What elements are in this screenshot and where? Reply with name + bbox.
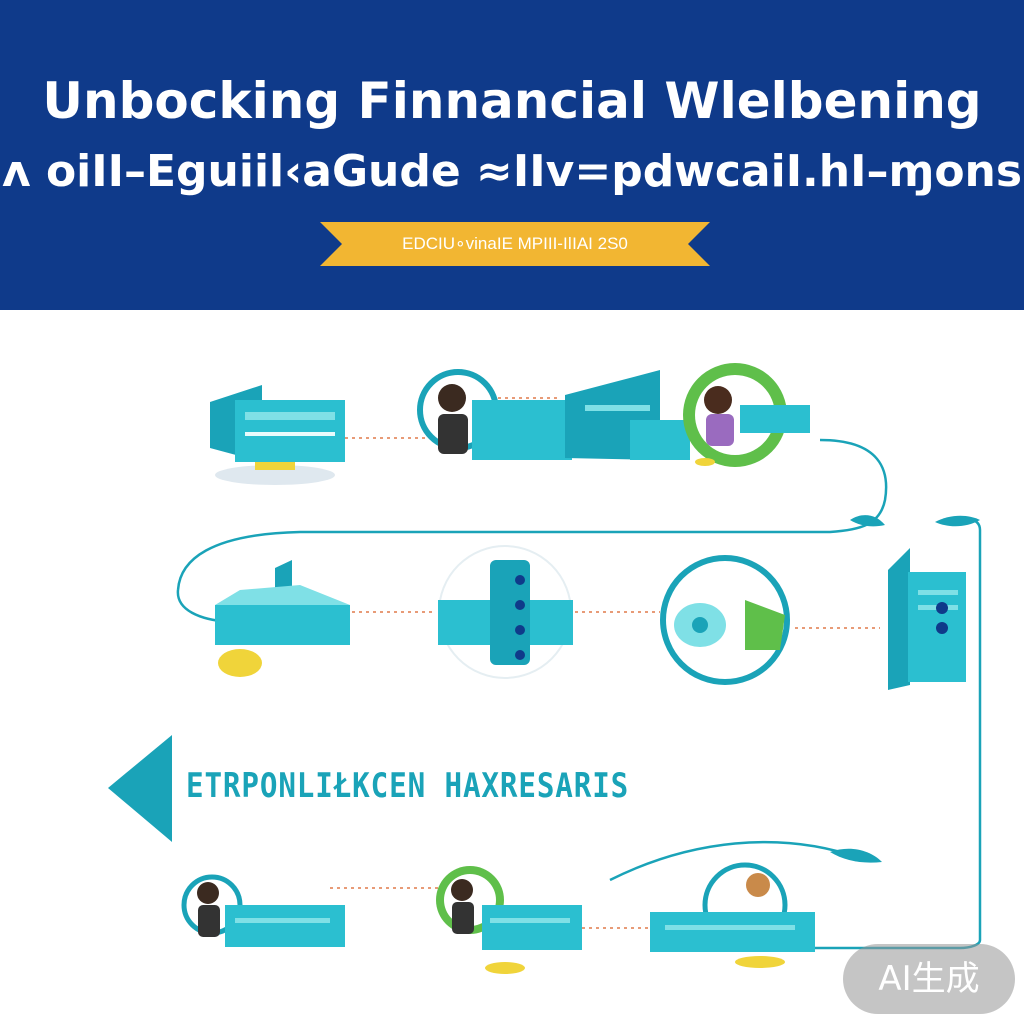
title-line-1: Unbocking Finnancial Wlelbening xyxy=(42,72,982,130)
row1-item2-person-card-icon xyxy=(417,369,660,460)
ai-watermark-badge: AI生成 xyxy=(843,944,1015,1014)
row3-item3-person-card-icon xyxy=(650,862,815,968)
ribbon-shape xyxy=(320,222,710,266)
dotted-links xyxy=(330,397,880,929)
ribbon-text: EDCIU∘vinaIE MPIII‑IǀIAI 2S0 xyxy=(402,234,628,253)
row1-item1-folder-card-icon xyxy=(210,385,345,485)
ribbon-banner: EDCIU∘vinaIE MPIII‑IǀIAI 2S0 xyxy=(320,222,710,266)
row2-item4-tower-icon xyxy=(888,548,966,690)
left-arrow-icon xyxy=(108,735,172,842)
row2-item1-folder-card-icon xyxy=(215,560,350,677)
row2-item3-target-icon xyxy=(660,555,790,685)
leaf-tip-1 xyxy=(850,515,885,527)
row3-item2-person-card-icon xyxy=(436,866,582,974)
row1-item3-person-badge-icon xyxy=(630,363,810,467)
row2-item2-device-icon xyxy=(438,545,573,679)
flow-connector-top xyxy=(176,438,888,624)
middle-label: ETRPONLIŁKCEN HAXRESARIS xyxy=(186,766,630,806)
title-line-2: ʌ oiII–Eguiil‹aGude ≈IIv=pdwcaiI.hI–ɱons xyxy=(1,146,1023,197)
flow-connector-bottom xyxy=(609,840,861,882)
leaf-tip-3 xyxy=(830,848,882,863)
leaf-tip-2 xyxy=(935,515,980,527)
flow-diagram xyxy=(108,363,982,974)
row3-item1-person-card-icon xyxy=(181,874,345,947)
header-banner: Unbocking Finnancial Wlelbening ʌ oiII–E… xyxy=(0,0,1024,310)
